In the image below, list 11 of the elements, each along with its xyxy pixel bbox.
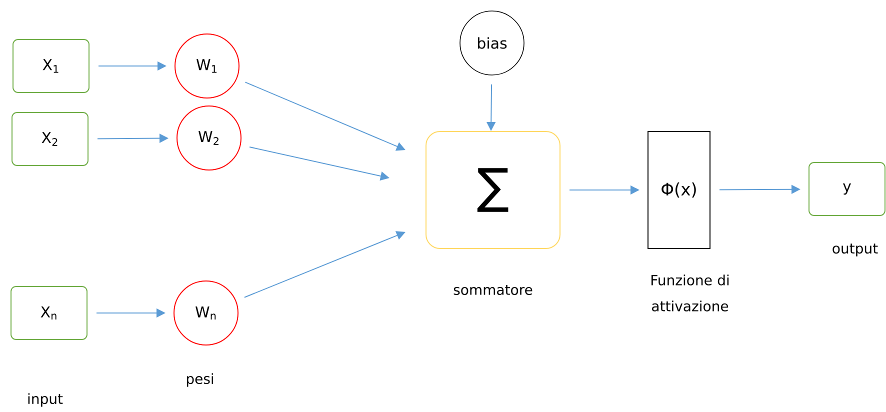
axis-caption: pesi (186, 373, 214, 387)
caption-text: output (832, 244, 878, 256)
output-box: y (808, 162, 886, 216)
input-box: X$_{2}$ (12, 112, 89, 166)
axis-caption: input (28, 393, 63, 407)
summation-box: ∑ (426, 131, 560, 249)
input-box: X$_{n}$ (10, 286, 88, 340)
caption-text: Funzione di attivazione (652, 274, 729, 312)
activation-box: Φ(x) (648, 131, 710, 249)
input-box: X$_{1}$ (12, 39, 90, 93)
caption-text: sommatore (454, 284, 532, 295)
